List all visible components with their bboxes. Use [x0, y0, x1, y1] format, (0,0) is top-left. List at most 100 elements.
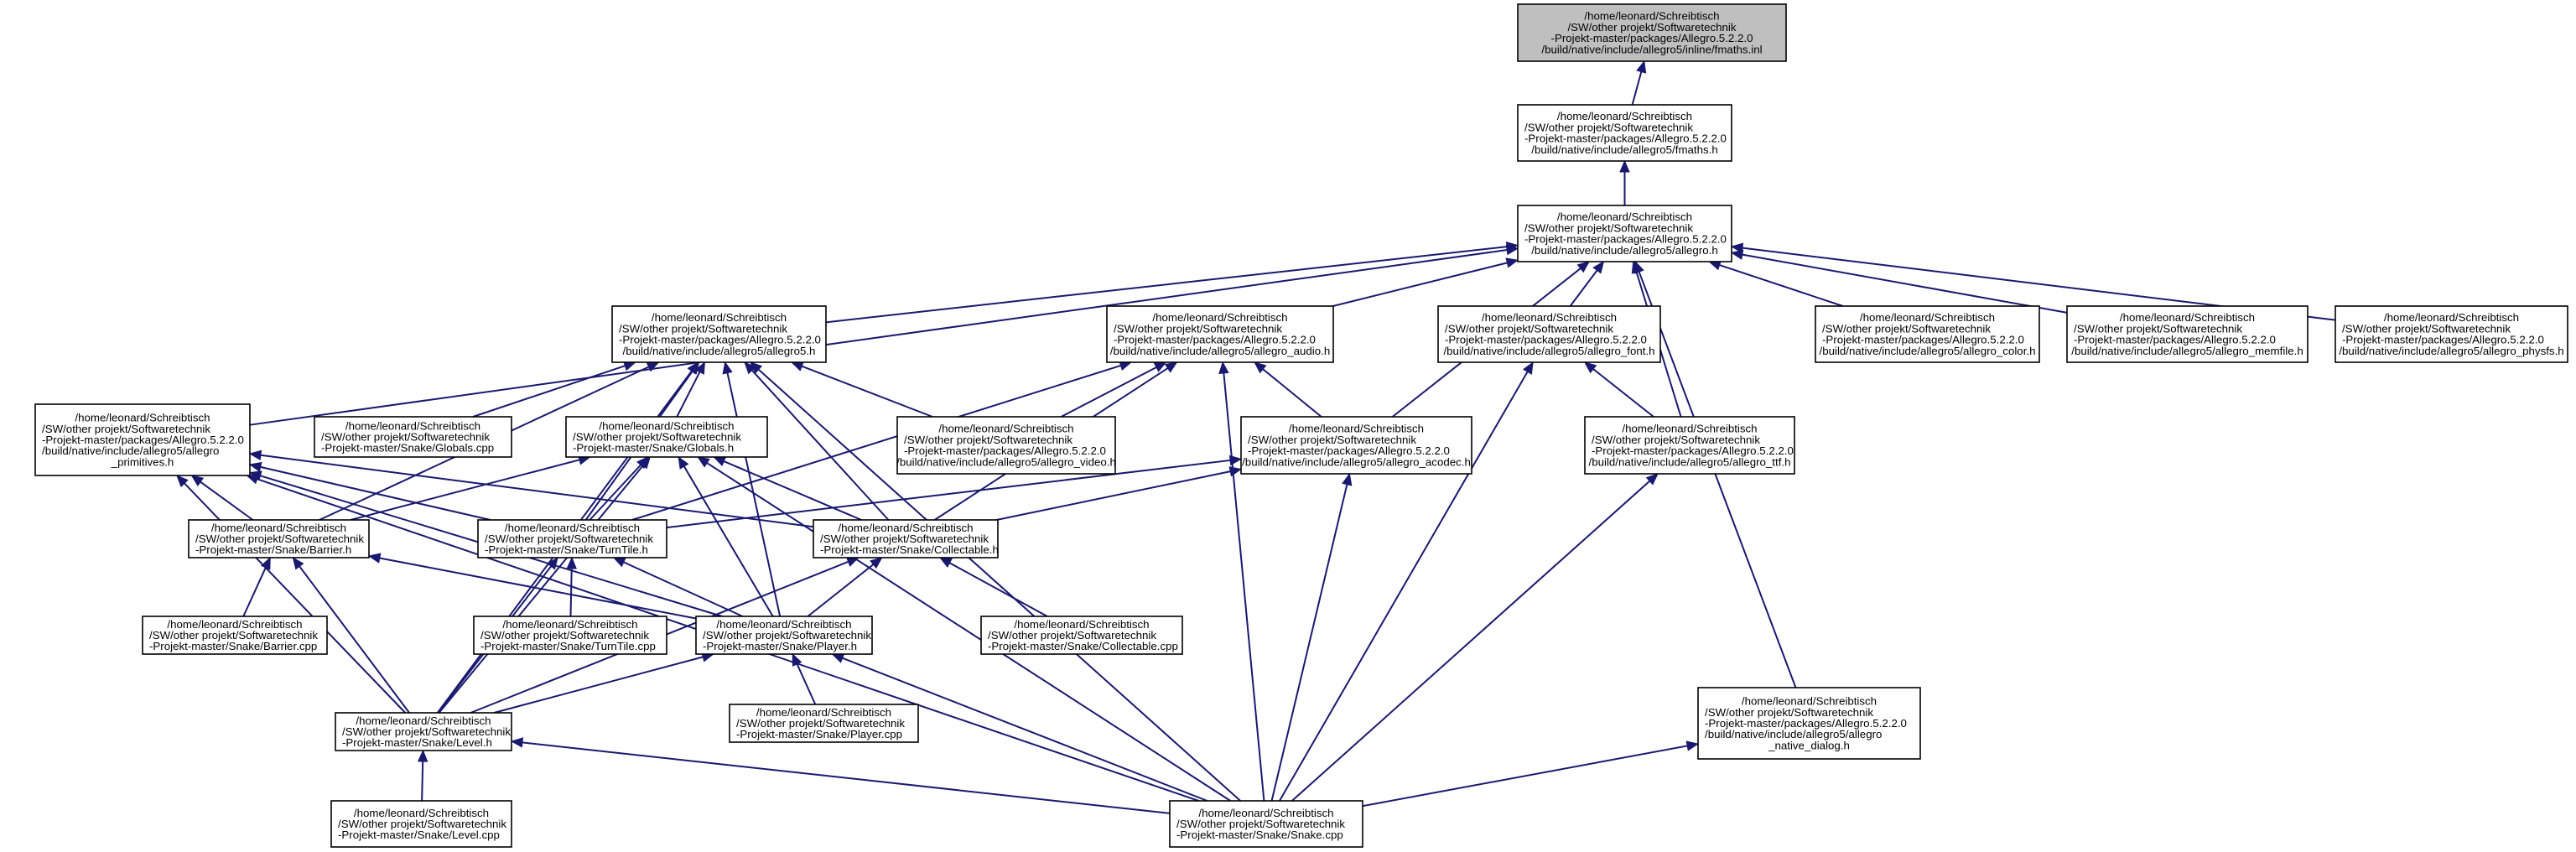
edge-arrowhead: [845, 557, 860, 567]
node-globals-cpp[interactable]: /home/leonard/Schreibtisch/SW/other proj…: [314, 416, 512, 458]
node-label-line: _primitives.h: [111, 455, 174, 468]
node-allegro-primitives-h[interactable]: /home/leonard/Schreibtisch/SW/other proj…: [34, 403, 251, 476]
edge-barrier-h-to-globals-h: [350, 459, 580, 521]
edge-collectable-h-to-globals-h: [723, 460, 862, 521]
edge-arrowhead: [1228, 466, 1243, 477]
node-box: [896, 416, 1116, 475]
node-label-line: /home/leonard/Schreibtisch: [1289, 423, 1424, 435]
edge-arrowhead: [260, 556, 271, 570]
node-label-line: -Projekt-master/Snake/Collectable.h: [820, 543, 999, 556]
node-label-line: -Projekt-master/Snake/TurnTile.h: [485, 543, 648, 556]
node-label-line: -Projekt-master/Snake/Globals.h: [573, 442, 734, 455]
edge-arrowhead: [831, 653, 845, 663]
edge-arrowhead: [1634, 260, 1644, 274]
node-label-line: -Projekt-master/packages/Allegro.5.2.2.0: [1705, 717, 1907, 730]
node-collectable-cpp[interactable]: /home/leonard/Schreibtisch/SW/other proj…: [980, 616, 1183, 655]
node-snake-cpp[interactable]: /home/leonard/Schreibtisch/SW/other proj…: [1169, 800, 1363, 848]
edge-allegro-acodec-h-to-allegro-audio-h: [1262, 368, 1322, 418]
node-label-line: /home/leonard/Schreibtisch: [2120, 311, 2255, 324]
node-label-line: /SW/other projekt/Softwaretechnik: [573, 431, 741, 444]
edge-fmaths-h-to-fmaths-inl: [1631, 71, 1643, 106]
node-label-line: -Projekt-master/packages/Allegro.5.2.2.0: [1248, 444, 1450, 457]
edge-allegro-memfile-h-to-allegro-h: [1742, 253, 2068, 314]
node-label-line: /home/leonard/Schreibtisch: [716, 618, 851, 631]
node-label-line: _native_dialog.h: [1768, 739, 1850, 751]
edge-arrowhead: [1254, 361, 1267, 374]
edge-turntile-h-to-allegro-audio-h: [631, 364, 1121, 521]
node-collectable-h[interactable]: /home/leonard/Schreibtisch/SW/other proj…: [813, 519, 999, 558]
edge-globals-h-to-allegro5-h: [676, 371, 701, 418]
node-label-line: /build/native/include/allegro5/allegro_t…: [1589, 455, 1791, 468]
node-allegro-ttf-h[interactable]: /home/leonard/Schreibtisch/SW/other proj…: [1584, 416, 1795, 475]
edge-arrowhead: [1505, 244, 1519, 256]
node-label-line: -Projekt-master/packages/Allegro.5.2.2.0: [1445, 334, 1647, 346]
edge-allegro-ttf-h-to-allegro-font-h: [1592, 368, 1654, 418]
node-label-line: /build/native/include/allegro5/allegro5.…: [623, 345, 816, 357]
node-label-line: /home/leonard/Schreibtisch: [1557, 110, 1692, 122]
edge-arrowhead: [792, 652, 802, 667]
edge-snake-cpp-to-globals-h: [706, 462, 1231, 802]
edge-snake-cpp-to-allegro-acodec-h: [1270, 484, 1348, 802]
edge-snake-cpp-to-allegro-font-h: [1279, 371, 1529, 802]
node-fmaths-inl[interactable]: /home/leonard/Schreibtisch/SW/other proj…: [1517, 3, 1787, 62]
node-allegro-memfile-h[interactable]: /home/leonard/Schreibtisch/SW/other proj…: [2066, 305, 2309, 363]
edge-level-h-to-player-h: [493, 656, 704, 714]
edge-arrowhead: [612, 557, 626, 568]
node-label-line: /home/leonard/Schreibtisch: [75, 412, 210, 424]
node-globals-h[interactable]: /home/leonard/Schreibtisch/SW/other proj…: [565, 416, 768, 458]
edge-turntile-cpp-to-turntile-h: [569, 568, 573, 617]
node-label-line: /home/leonard/Schreibtisch: [354, 807, 489, 819]
node-label-line: /build/native/include/allegro5/allegro_c…: [1820, 345, 2036, 357]
node-box: [335, 712, 512, 751]
edge-allegro-primitives-h-to-allegro-h: [249, 249, 1508, 426]
edge-snake-cpp-to-allegro-audio-h: [1223, 372, 1265, 802]
node-label-line: /SW/other projekt/Softwaretechnik: [480, 629, 649, 642]
node-label-line: /build/native/include/allegro5/fmaths.h: [1531, 143, 1718, 156]
node-allegro-h[interactable]: /home/leonard/Schreibtisch/SW/other proj…: [1517, 205, 1732, 262]
node-label-line: /build/native/include/allegro5/allegro.h: [1531, 244, 1718, 257]
node-box: [980, 616, 1183, 655]
node-allegro-acodec-h[interactable]: /home/leonard/Schreibtisch/SW/other proj…: [1240, 416, 1472, 475]
node-level-h[interactable]: /home/leonard/Schreibtisch/SW/other proj…: [335, 712, 512, 751]
edge-arrowhead: [749, 361, 763, 374]
node-allegro-audio-h[interactable]: /home/leonard/Schreibtisch/SW/other proj…: [1106, 305, 1334, 363]
node-player-h[interactable]: /home/leonard/Schreibtisch/SW/other proj…: [695, 616, 873, 655]
node-turntile-h[interactable]: /home/leonard/Schreibtisch/SW/other proj…: [477, 519, 667, 558]
node-allegro-color-h[interactable]: /home/leonard/Schreibtisch/SW/other proj…: [1815, 305, 2040, 363]
node-allegro5-h[interactable]: /home/leonard/Schreibtisch/SW/other proj…: [611, 305, 827, 363]
edge-arrowhead: [1583, 361, 1597, 374]
node-label-line: /SW/other projekt/Softwaretechnik: [1524, 121, 1693, 133]
node-barrier-cpp[interactable]: /home/leonard/Schreibtisch/SW/other proj…: [142, 616, 328, 655]
node-fmaths-h[interactable]: /home/leonard/Schreibtisch/SW/other proj…: [1517, 104, 1732, 162]
edge-arrowhead: [694, 361, 705, 375]
node-turntile-cpp[interactable]: /home/leonard/Schreibtisch/SW/other proj…: [473, 616, 667, 655]
node-allegro-video-h[interactable]: /home/leonard/Schreibtisch/SW/other proj…: [896, 416, 1116, 475]
node-allegro-font-h[interactable]: /home/leonard/Schreibtisch/SW/other proj…: [1437, 305, 1661, 363]
edge-arrowhead: [713, 456, 727, 467]
node-level-cpp[interactable]: /home/leonard/Schreibtisch/SW/other proj…: [330, 800, 512, 848]
node-label-line: /SW/other projekt/Softwaretechnik: [1822, 322, 1991, 335]
edge-player-h-to-globals-h: [683, 465, 774, 617]
node-label-line: /home/leonard/Schreibtisch: [756, 706, 891, 719]
node-allegro-physfs-h[interactable]: /home/leonard/Schreibtisch/SW/other proj…: [2334, 305, 2568, 363]
node-label-line: /home/leonard/Schreibtisch: [356, 714, 491, 727]
node-allegro-native-dialog-h[interactable]: /home/leonard/Schreibtisch/SW/other proj…: [1697, 687, 1921, 760]
node-box: [729, 704, 919, 743]
node-label-line: /SW/other projekt/Softwaretechnik: [1592, 434, 1760, 446]
node-label-line: /home/leonard/Schreibtisch: [1152, 311, 1287, 324]
node-label-line: /home/leonard/Schreibtisch: [2384, 311, 2519, 324]
node-barrier-h[interactable]: /home/leonard/Schreibtisch/SW/other proj…: [188, 519, 370, 558]
node-player-cpp[interactable]: /home/leonard/Schreibtisch/SW/other proj…: [729, 704, 919, 743]
edge-arrowhead: [870, 557, 883, 569]
node-label-line: /SW/other projekt/Softwaretechnik: [338, 818, 506, 830]
edge-snake-cpp-to-player-h: [842, 657, 1208, 802]
node-label-line: -Projekt-master/Snake/Player.h: [703, 640, 857, 652]
node-label-line: /SW/other projekt/Softwaretechnik: [1445, 322, 1613, 335]
edge-allegro-color-h-to-allegro-h: [1719, 264, 1844, 307]
edge-globals-cpp-to-allegro5-h: [472, 365, 626, 418]
edge-arrowhead: [190, 475, 205, 486]
edge-arrowhead: [1342, 472, 1353, 486]
node-box: [314, 416, 512, 458]
node-box: [565, 416, 768, 458]
node-label-line: -Projekt-master/packages/Allegro.5.2.2.0: [1551, 32, 1753, 44]
